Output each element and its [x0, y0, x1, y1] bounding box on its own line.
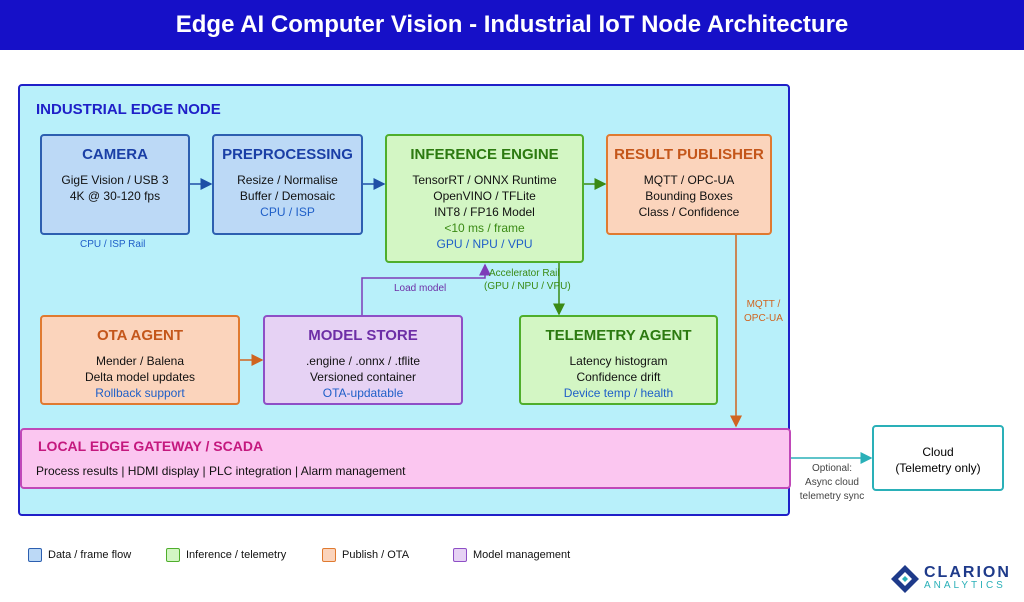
legend-data-flow: Data / frame flow	[28, 548, 131, 562]
gateway-description: Process results | HDMI display | PLC int…	[36, 464, 406, 478]
page-title: Edge AI Computer Vision - Industrial IoT…	[0, 0, 1024, 50]
logo-subtitle: ANALYTICS	[924, 580, 1006, 591]
legend-swatch-green	[166, 548, 180, 562]
accelerator-rail-line: Accelerator Rail	[489, 268, 560, 279]
preprocessing-line: Resize / Normalise	[237, 173, 338, 187]
mqtt-opcua-label: MQTT / OPC-UA	[744, 298, 783, 326]
result-publisher-title: RESULT PUBLISHER	[614, 146, 764, 163]
preprocessing-line: CPU / ISP	[260, 205, 315, 219]
legend-label: Inference / telemetry	[186, 549, 287, 561]
preprocessing-box: PREPROCESSING Resize / Normalise Buffer …	[212, 134, 363, 235]
ota-line: Rollback support	[95, 386, 185, 400]
inference-line: OpenVINO / TFLite	[433, 189, 536, 203]
inference-line: GPU / NPU / VPU	[436, 237, 533, 251]
ota-line: Delta model updates	[84, 370, 196, 384]
telemetry-agent-title: TELEMETRY AGENT	[545, 327, 692, 344]
inference-engine-title: INFERENCE ENGINE	[410, 146, 559, 163]
cloud-line: (Telemetry only)	[895, 461, 981, 475]
inference-line: TensorRT / ONNX Runtime	[412, 173, 557, 187]
edge-node-label: INDUSTRIAL EDGE NODE	[36, 101, 221, 118]
legend-swatch-blue	[28, 548, 42, 562]
legend-swatch-purple	[453, 548, 467, 562]
model-store-line: OTA-updatable	[322, 386, 404, 400]
telemetry-line: Latency histogram	[569, 354, 668, 368]
gateway-title: LOCAL EDGE GATEWAY / SCADA	[38, 438, 264, 454]
optional-sync-label: Optional: Async cloud telemetry sync	[797, 462, 867, 504]
inference-line: <10 ms / frame	[444, 221, 525, 235]
ota-line: Mender / Balena	[95, 354, 185, 368]
ota-agent-box: OTA AGENT Mender / Balena Delta model up…	[40, 315, 240, 405]
clarion-logo: CLARION ANALYTICS	[890, 564, 1011, 594]
legend-label: Data / frame flow	[48, 549, 132, 561]
inference-line: INT8 / FP16 Model	[434, 205, 535, 219]
camera-title: CAMERA	[82, 146, 148, 163]
publisher-line: Bounding Boxes	[645, 189, 733, 203]
legend-inference: Inference / telemetry	[166, 548, 286, 562]
diamond-logo-icon	[891, 565, 919, 593]
telemetry-line: Confidence drift	[576, 370, 661, 384]
camera-line: GigE Vision / USB 3	[61, 173, 169, 187]
cloud-box: Cloud (Telemetry only)	[872, 425, 1004, 491]
inference-engine-box: INFERENCE ENGINE TensorRT / ONNX Runtime…	[385, 134, 584, 263]
model-store-line: .engine / .onnx / .tflite	[305, 354, 421, 368]
local-edge-gateway-box: LOCAL EDGE GATEWAY / SCADA Process resul…	[20, 428, 791, 489]
mqtt-line: OPC-UA	[744, 313, 783, 324]
model-store-line: Versioned container	[309, 370, 417, 384]
camera-box: CAMERA GigE Vision / USB 3 4K @ 30-120 f…	[40, 134, 190, 235]
cloud-line: Cloud	[922, 445, 954, 459]
load-model-label: Load model	[394, 283, 447, 294]
publisher-line: Class / Confidence	[638, 205, 740, 219]
camera-line: 4K @ 30-120 fps	[69, 189, 161, 203]
legend-swatch-orange	[322, 548, 336, 562]
legend-model: Model management	[453, 548, 570, 562]
preprocessing-line: Buffer / Demosaic	[239, 189, 336, 203]
mqtt-line: MQTT /	[746, 299, 781, 310]
optional-line: Optional:	[811, 463, 853, 474]
telemetry-agent-box: TELEMETRY AGENT Latency histogram Confid…	[519, 315, 718, 405]
accelerator-rail-label: Accelerator Rail (GPU / NPU / VPU)	[484, 267, 571, 293]
legend-label: Model management	[473, 549, 571, 561]
publisher-line: MQTT / OPC-UA	[643, 173, 735, 187]
result-publisher-box: RESULT PUBLISHER MQTT / OPC-UA Bounding …	[606, 134, 772, 235]
preprocessing-title: PREPROCESSING	[222, 146, 353, 163]
optional-line: telemetry sync	[799, 491, 865, 502]
model-store-to-inference-arrow	[361, 263, 491, 315]
accelerator-rail-line: (GPU / NPU / VPU)	[484, 281, 571, 292]
cpu-isp-rail-label: CPU / ISP Rail	[80, 239, 146, 250]
logo-name: CLARION	[924, 564, 1011, 581]
telemetry-line: Device temp / health	[563, 386, 674, 400]
legend-label: Publish / OTA	[342, 549, 410, 561]
legend-publish: Publish / OTA	[322, 548, 409, 562]
optional-line: Async cloud	[805, 477, 859, 488]
ota-agent-title: OTA AGENT	[96, 327, 184, 344]
model-store-title: MODEL STORE	[308, 327, 418, 344]
model-store-box: MODEL STORE .engine / .onnx / .tflite Ve…	[263, 315, 463, 405]
